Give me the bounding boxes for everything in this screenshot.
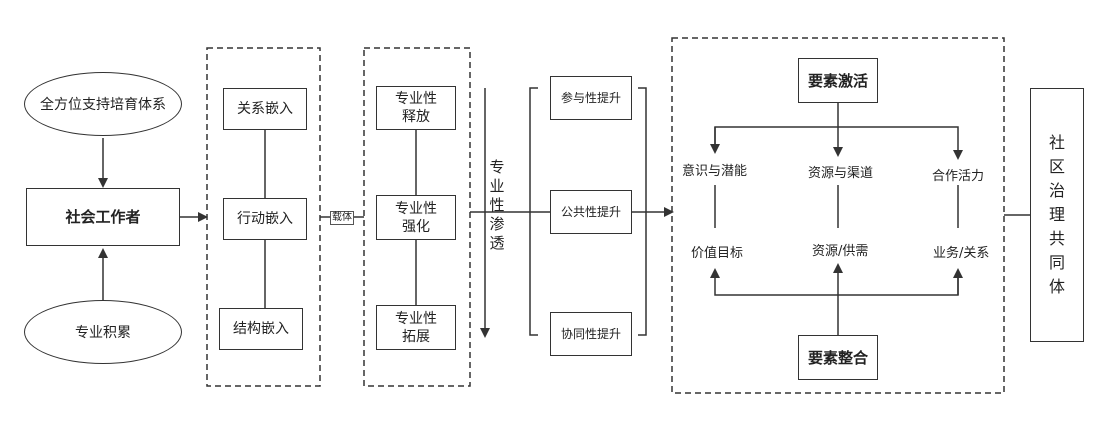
group3-item: 参与性提升 [550,76,632,120]
element-activation-box: 要素激活 [798,58,878,103]
community-governance-label: 社区治理共同体 [1048,133,1065,296]
upper-row-label: 合作活力 [930,165,987,184]
lower-row-label: 业务/关系 [931,242,992,261]
group2-item: 专业性 拓展 [376,305,456,350]
group2-item: 专业性 强化 [376,195,456,240]
group2-item: 专业性 释放 [376,86,456,130]
group1-item: 关系嵌入 [223,88,307,130]
group3-item: 协同性提升 [550,312,632,356]
upper-row-label: 资源与渠道 [806,162,876,181]
group1-item: 行动嵌入 [223,198,307,240]
professional-accumulation-ellipse: 专业积累 [24,300,182,364]
lower-row-label: 价值目标 [689,242,746,261]
group1-item: 结构嵌入 [219,308,303,350]
penetration-label: 专业性渗透 [489,158,505,252]
element-integration-box: 要素整合 [798,335,878,380]
community-governance-box: 社区治理共同体 [1030,88,1084,342]
group2-frame [363,47,471,387]
support-system-ellipse: 全方位支持培育体系 [24,72,182,136]
carrier-label: 载体 [330,211,354,225]
upper-row-label: 意识与潜能 [680,160,750,179]
lower-row-label: 资源/供需 [810,240,871,259]
loop-frame [671,37,1005,394]
group3-item: 公共性提升 [550,190,632,234]
social-worker-box: 社会工作者 [26,188,180,246]
